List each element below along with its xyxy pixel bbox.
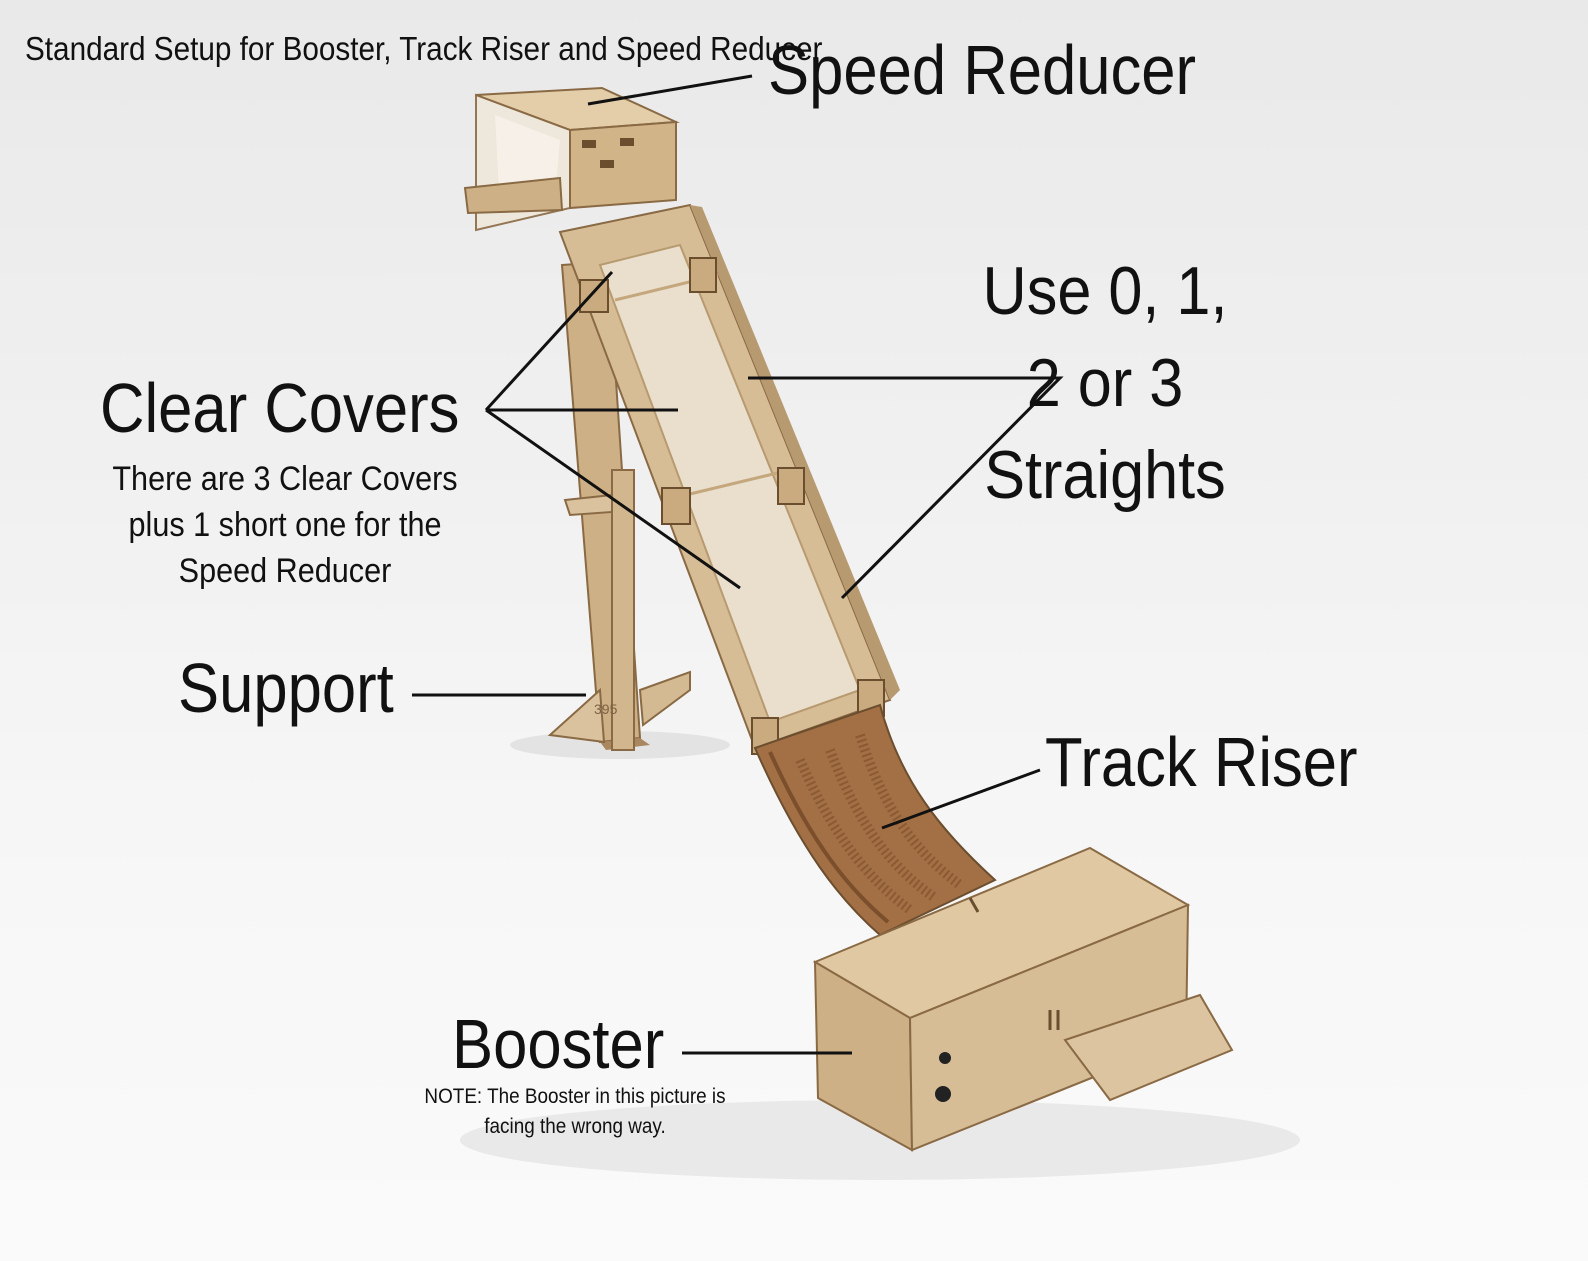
track-riser [753, 703, 997, 937]
support-label: Support [178, 649, 394, 727]
part-stamp: 395 [594, 701, 618, 717]
booster-note: NOTE: The Booster in this picture is fac… [424, 1085, 726, 1138]
clear-covers-note: There are 3 Clear Covers plus 1 short on… [112, 460, 458, 590]
clear-covers-leader-1 [484, 270, 614, 412]
straights-leader [748, 376, 1064, 600]
straight-track [558, 203, 900, 755]
setup-title: Standard Setup for Booster, Track Riser … [25, 30, 823, 67]
speed-reducer-leader [587, 74, 753, 106]
clear-covers-label: Clear Covers [100, 369, 460, 447]
booster [812, 846, 1234, 1152]
booster-label: Booster [452, 1005, 665, 1083]
clear-covers-leader-3 [485, 408, 741, 590]
track-riser-leader [881, 768, 1041, 830]
speed-reducer-label: Speed Reducer [768, 31, 1197, 109]
leader-lines [412, 74, 1064, 1055]
speed-reducer [463, 86, 680, 232]
track-riser-label: Track Riser [1045, 723, 1358, 801]
straights-label: Use 0, 1, 2 or 3 Straights [982, 253, 1228, 513]
